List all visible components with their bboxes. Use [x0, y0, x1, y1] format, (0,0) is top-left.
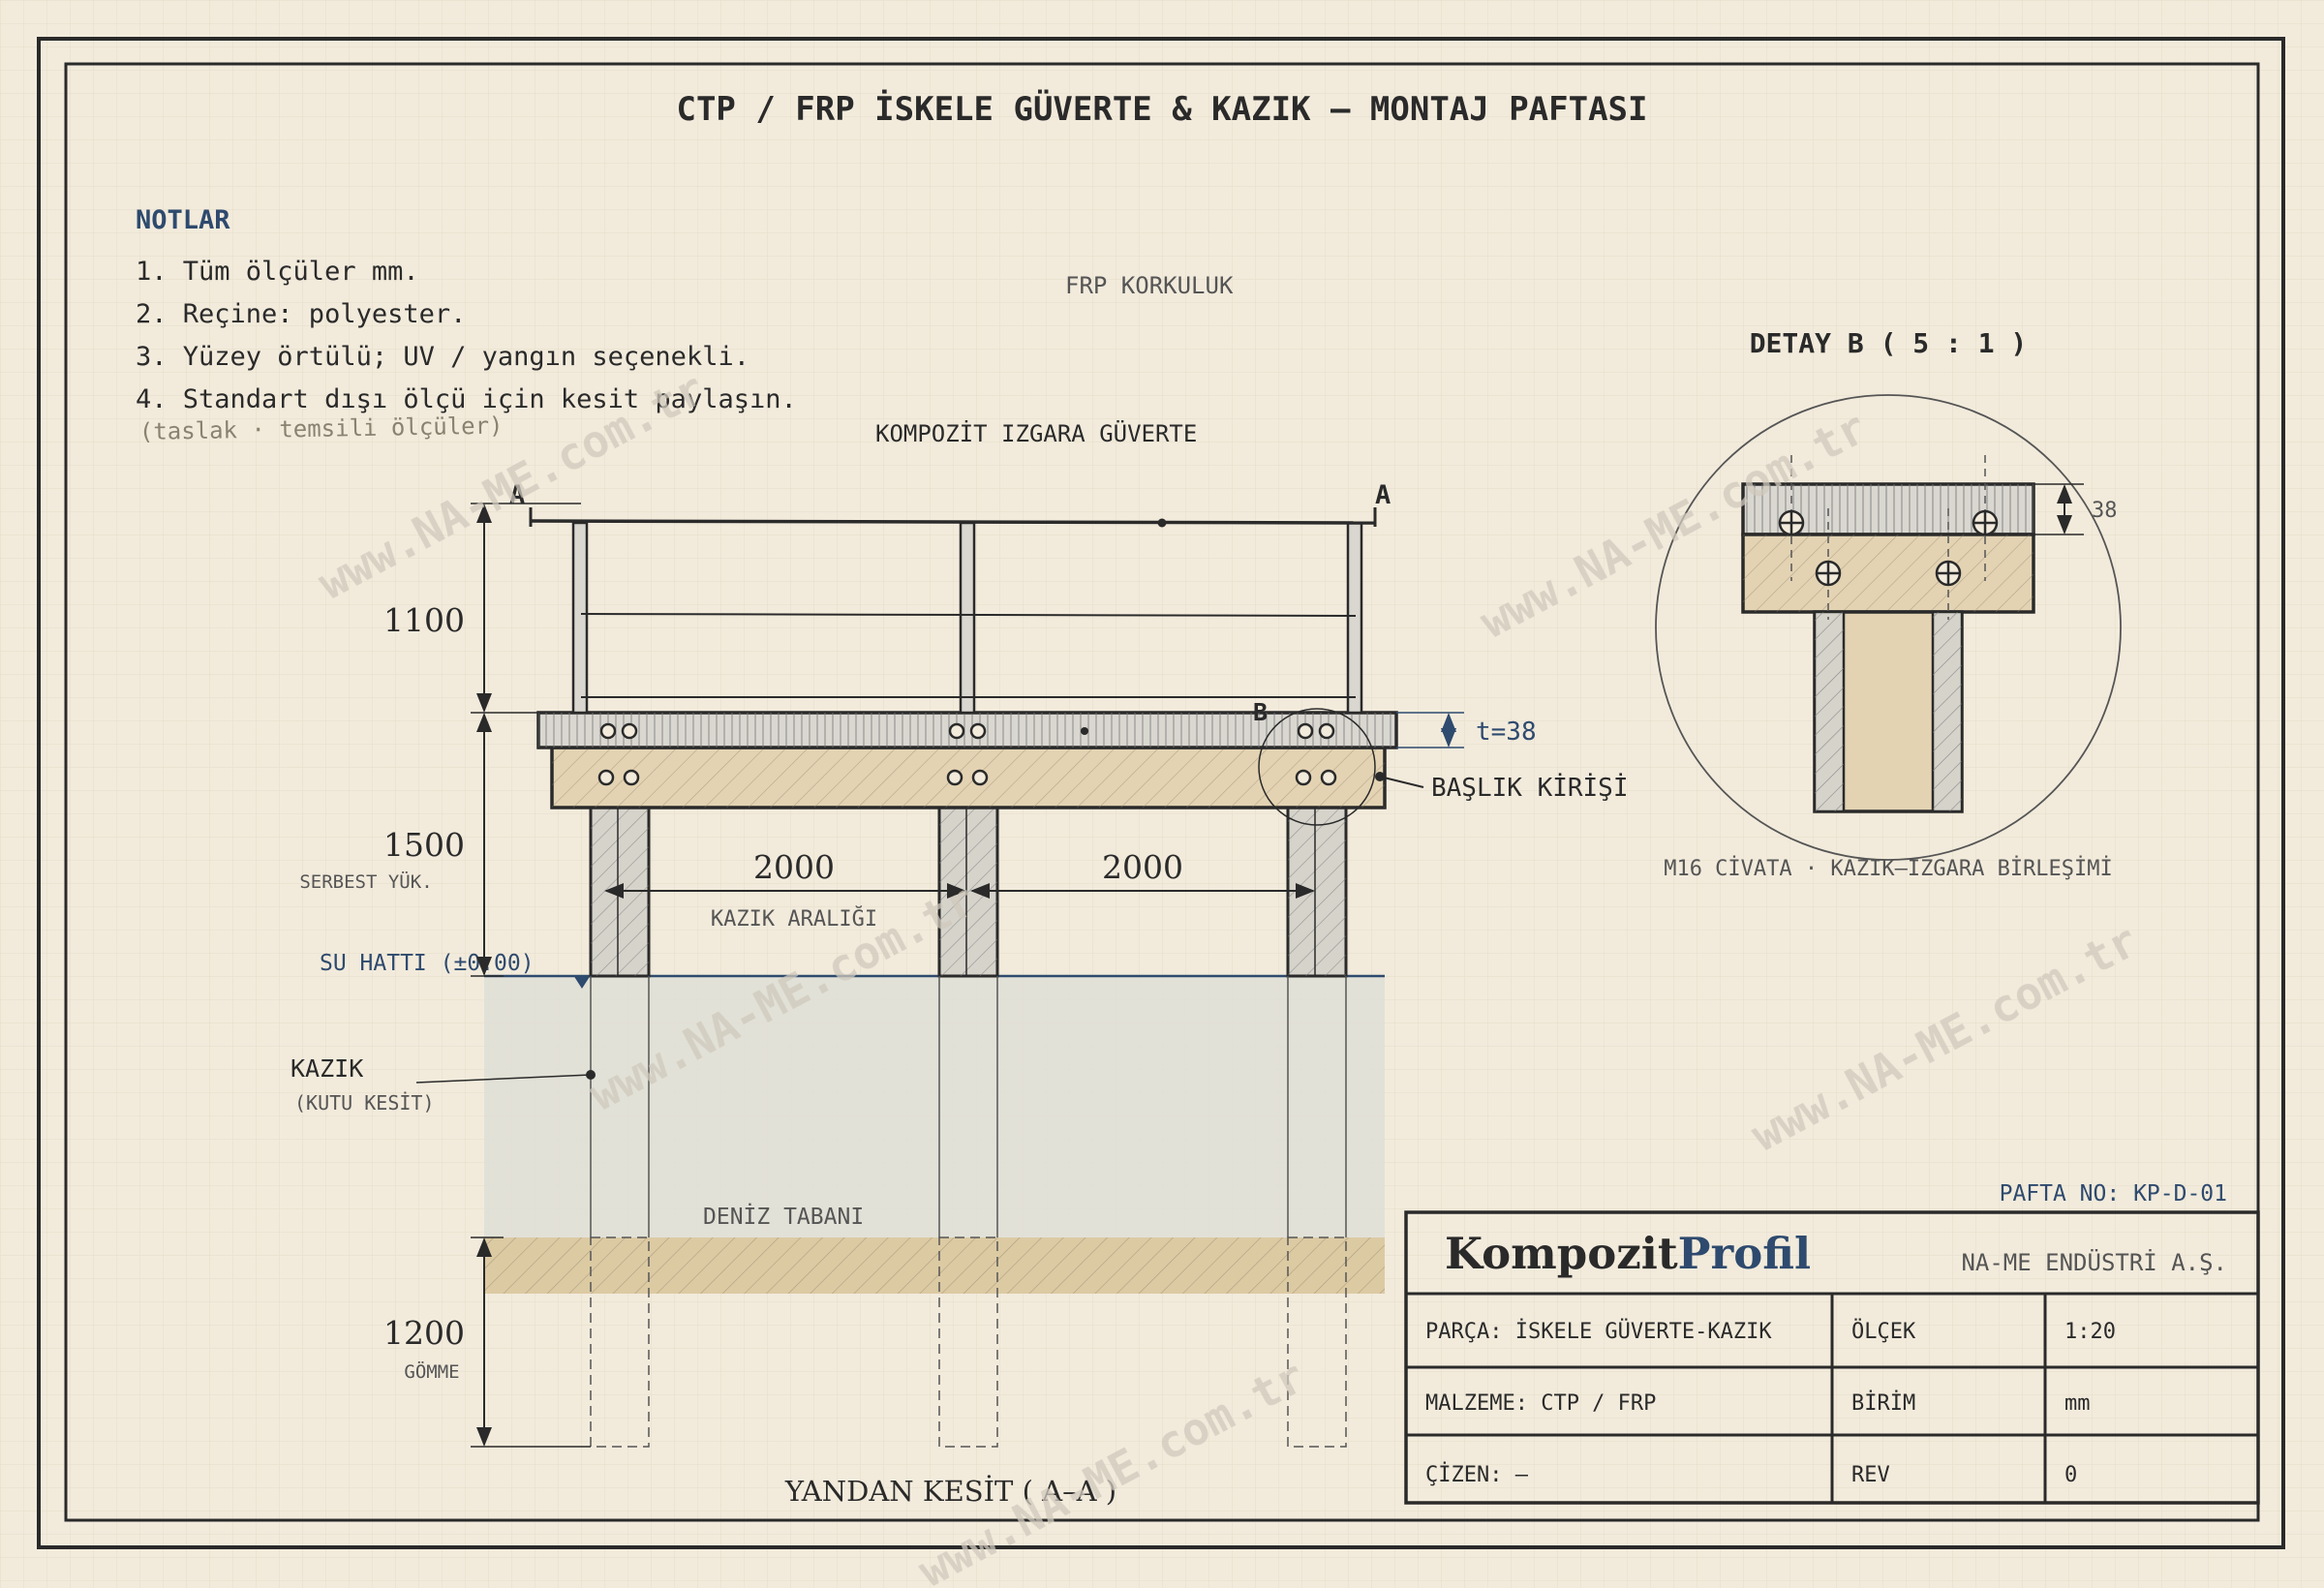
detail-dimension: 38 [2092, 499, 2118, 523]
m16-bolt-icon [1972, 509, 1999, 536]
sheet-title: CTP / FRP İSKELE GÜVERTE & KAZIK — MONTA… [676, 89, 1647, 129]
dim-free-sub: SERBEST YÜK. [299, 870, 432, 893]
tb-unit-label: BİRİM [1851, 1390, 1915, 1416]
tb-drawn-by: ÇİZEN: — [1425, 1462, 1529, 1487]
detail-title: DETAY B ( 5 : 1 ) [1750, 327, 2028, 359]
water-marker-icon [573, 975, 591, 989]
m16-bolt-icon [1778, 509, 1805, 536]
dim-embed: 1200 [383, 1314, 465, 1352]
tb-scale-label: ÖLÇEK [1851, 1319, 1916, 1344]
m16-bolt-icon [1815, 560, 1842, 587]
dim-embed-sub: GÖMME [404, 1360, 459, 1383]
vertical-dimension-chain [471, 503, 591, 1448]
dim-free-height: 1500 [383, 826, 465, 864]
deck-label: KOMPOZİT IZGARA GÜVERTE [875, 419, 1197, 447]
pile-sub: (KUTU KESİT) [294, 1091, 435, 1115]
seabed-label: DENİZ TABANI [703, 1203, 864, 1230]
bolt-icon [1320, 769, 1337, 786]
company-name: NA-ME ENDÜSTRİ A.Ş. [1961, 1248, 2227, 1276]
span-2: 2000 [1102, 848, 1183, 886]
tb-material: MALZEME: CTP / FRP [1425, 1391, 1656, 1416]
tb-rev-label: REV [1851, 1463, 1890, 1487]
thickness-dimension: t=38 [1476, 718, 1537, 747]
detail-circle [1655, 394, 2122, 861]
detail-b-callout [1258, 708, 1376, 826]
notes-list: 1. Tüm ölçüler mm. 2. Reçine: polyester.… [136, 257, 797, 414]
title-block: PAFTA NO: KP-D-01 KompozitProfil NA-ME E… [1404, 1181, 2260, 1505]
tb-rev-value: 0 [2064, 1463, 2077, 1487]
note-item: 2. Reçine: polyester. [136, 299, 466, 329]
detail-caption: M16 CİVATA · KAZIK–IZGARA BİRLEŞİMİ [1664, 856, 2113, 881]
railing-label: FRP KORKULUK [1065, 272, 1234, 299]
span-1: 2000 [753, 848, 835, 886]
span-label: KAZIK ARALIĞI [711, 906, 877, 931]
bolt-icon [597, 769, 615, 786]
tb-scale-value: 1:20 [2064, 1320, 2116, 1344]
detail-b: DETAY B ( 5 : 1 ) 38 [1655, 327, 2122, 881]
deck-grating [536, 711, 1398, 749]
tb-unit-value: mm [2064, 1391, 2091, 1416]
m16-bolt-icon [1935, 560, 1962, 587]
outer-frame [37, 37, 2285, 1549]
notes-footnote: (taslak · temsili ölçüler) [139, 412, 504, 445]
side-section: FRP KORKULUK KOMPOZİT IZGARA GÜVERTE SU … [290, 272, 1629, 1508]
bolt-icon [969, 722, 987, 740]
brand-logo: KompozitProfil [1445, 1228, 1811, 1279]
bolt-icon [623, 769, 640, 786]
bolt-icon [599, 722, 617, 740]
notes-heading: NOTLAR [136, 205, 230, 235]
bolt-icon [621, 722, 638, 740]
bolt-icon [971, 769, 989, 786]
cut-marker-right: A [1375, 480, 1391, 510]
inner-frame [64, 62, 2260, 1522]
detail-marker: B [1253, 698, 1268, 726]
cap-beam-label: BAŞLIK KİRİŞİ [1431, 772, 1629, 803]
bolt-icon [1295, 769, 1312, 786]
pile-label: KAZIK [290, 1054, 363, 1083]
bolt-icon [946, 769, 963, 786]
tb-part: PARÇA: İSKELE GÜVERTE-KAZIK [1425, 1319, 1772, 1344]
dim-railing: 1100 [383, 601, 465, 639]
note-item: 4. Standart dışı ölçü için kesit paylaşı… [136, 384, 797, 414]
bolt-group [597, 722, 1337, 786]
water-line-label: SU HATTI (±0.00) [320, 951, 535, 976]
bolt-icon [1297, 722, 1314, 740]
water-body [484, 976, 1385, 1237]
bolt-icon [948, 722, 965, 740]
note-item: 1. Tüm ölçüler mm. [136, 257, 419, 287]
bolt-icon [1318, 722, 1335, 740]
note-item: 3. Yüzey örtülü; UV / yangın seçenekli. [136, 342, 749, 372]
section-caption: YANDAN KESİT ( A–A ) [784, 1474, 1116, 1508]
frp-railing [530, 519, 1376, 715]
sheet-number: PAFTA NO: KP-D-01 [2000, 1181, 2227, 1206]
